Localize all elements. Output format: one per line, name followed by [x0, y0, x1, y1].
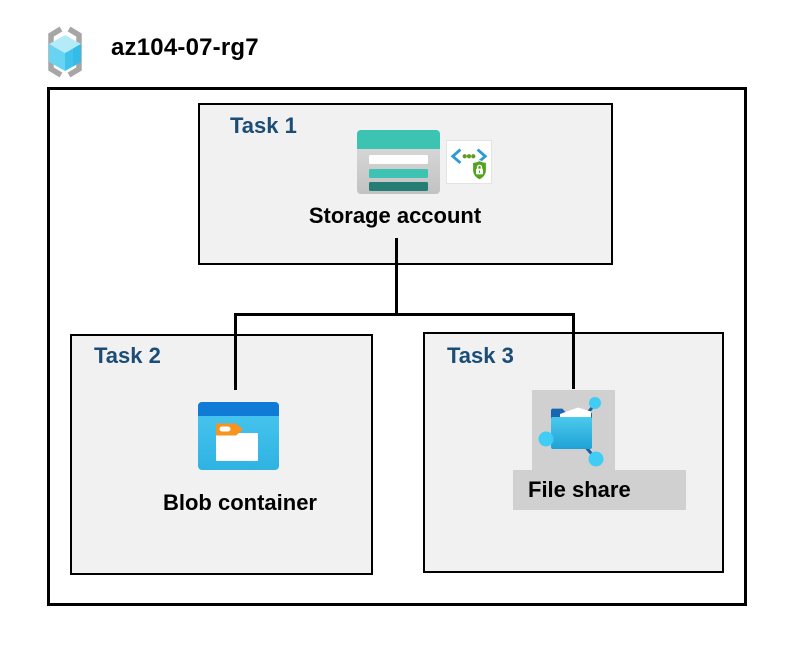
resource-group-icon [48, 26, 82, 78]
task2-box: Task 2 Blob container [70, 334, 373, 575]
file-share-icon [538, 397, 604, 467]
connector-horizontal-branch [234, 313, 575, 316]
blob-container-label: Blob container [162, 490, 317, 515]
storage-account-icon [357, 130, 440, 194]
resource-group-name: az104-07-rg7 [111, 34, 259, 61]
connector-to-blob-container [234, 313, 237, 390]
file-share-icon-background [532, 390, 615, 470]
resource-group-header: az104-07-rg7 [0, 0, 788, 87]
connector-storage-down [395, 238, 398, 316]
task1-box: Task 1 [198, 103, 613, 265]
storage-account-label: Storage account [308, 203, 482, 228]
task2-label: Task 2 [94, 343, 161, 368]
task3-label: Task 3 [447, 343, 514, 368]
file-share-label: File share [513, 470, 686, 510]
task1-label: Task 1 [230, 113, 297, 138]
blob-container-icon [198, 402, 279, 470]
connector-to-file-share [572, 313, 575, 389]
secured-api-shield-lock-icon [446, 140, 492, 184]
